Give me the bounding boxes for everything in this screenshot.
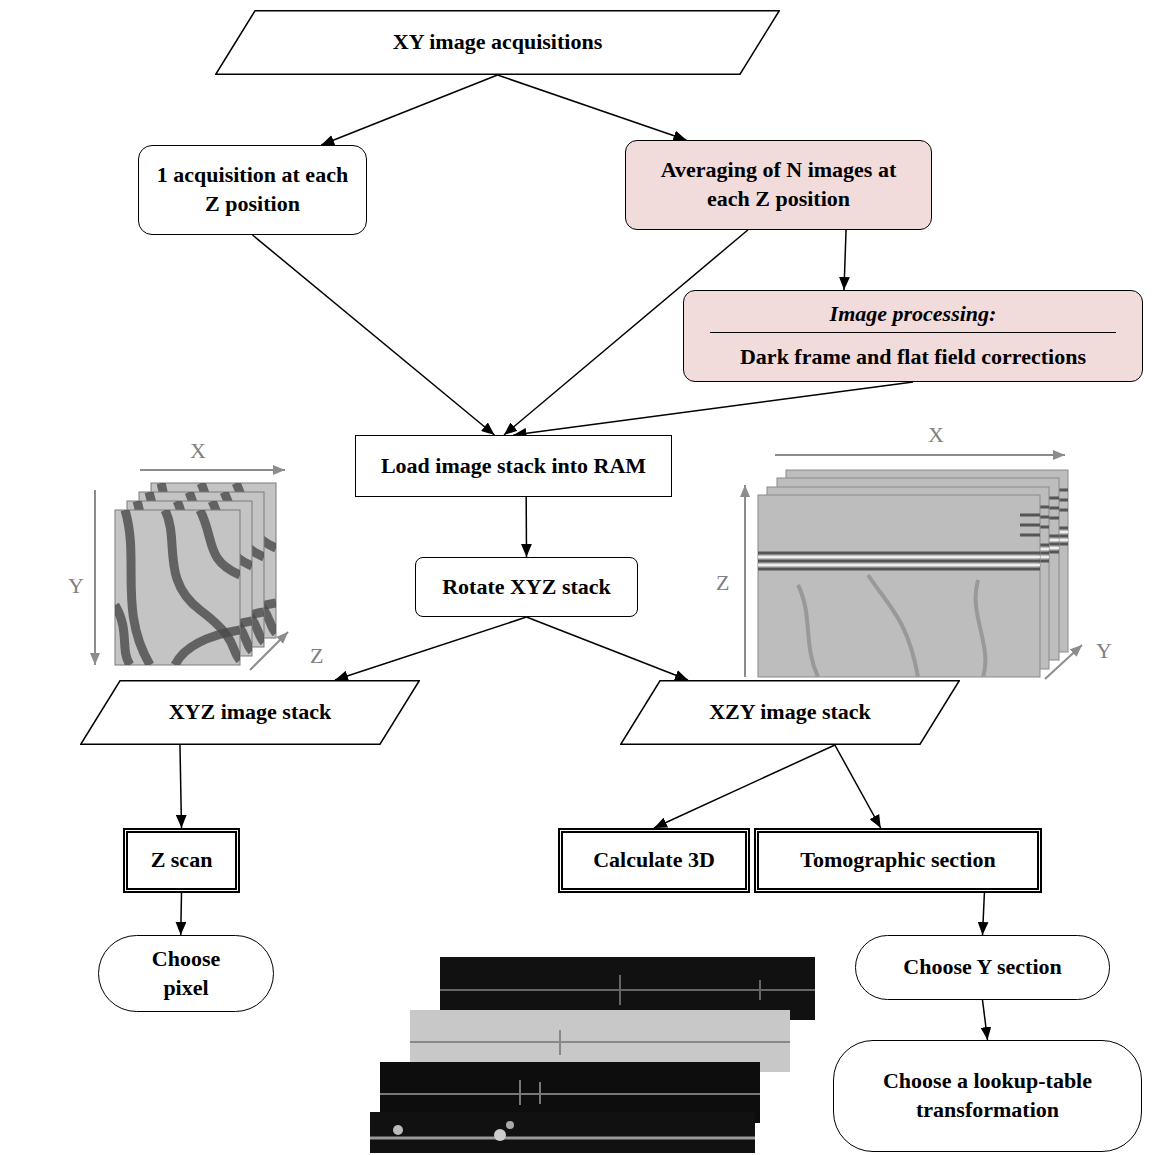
- flow-arrow: [844, 230, 846, 290]
- section-detail: [393, 1125, 403, 1135]
- axis-arrow: [140, 469, 285, 471]
- flow-arrow: [180, 745, 182, 828]
- section-detail: [380, 1080, 760, 1105]
- box-text: Calculate 3D: [593, 846, 715, 875]
- box-text: Z scan: [151, 846, 213, 875]
- box-text: Choose a lookup-table transformation: [862, 1067, 1113, 1124]
- axis-label: X: [928, 424, 944, 446]
- process-box: Averaging of N images at each Z position: [625, 140, 932, 230]
- terminal-pill: Choose pixel: [98, 935, 274, 1012]
- processing-box: Image processing: Dark frame and flat fie…: [683, 290, 1143, 382]
- section-detail: [410, 1030, 790, 1055]
- image-slice: [758, 495, 1040, 677]
- terminal-pill: Choose a lookup-table transformation: [833, 1040, 1142, 1152]
- subroutine-box: Tomographic section: [754, 828, 1042, 893]
- process-box: Load image stack into RAM: [355, 435, 672, 497]
- flow-arrow: [983, 1000, 988, 1040]
- parallelogram-shape: [621, 681, 960, 745]
- box-text: XZY image stack: [709, 698, 871, 727]
- flow-arrow: [514, 382, 914, 435]
- box-text: Tomographic section: [800, 846, 995, 875]
- flow-arrow: [321, 75, 497, 145]
- axis-label: Z: [716, 572, 729, 594]
- axis-arrow: [250, 632, 288, 670]
- section-detail: [440, 975, 815, 1005]
- image-slice: [115, 510, 240, 665]
- flow-arrow: [335, 617, 527, 680]
- flow-arrow: [835, 745, 881, 828]
- box-text: XYZ image stack: [169, 698, 332, 727]
- axis-arrow: [1045, 645, 1082, 679]
- axis-label: Y: [1096, 640, 1112, 662]
- parallelogram-shape: [81, 681, 420, 745]
- box-text: Load image stack into RAM: [381, 452, 646, 481]
- axis-label: X: [190, 440, 206, 462]
- axis-label: Z: [310, 645, 323, 667]
- flow-arrow: [498, 75, 687, 140]
- tomographic-sections: [370, 957, 815, 1153]
- process-box: 1 acquisition at each Z position: [138, 145, 367, 235]
- box-text: Choose Y section: [903, 953, 1061, 982]
- axis-arrow: [744, 485, 746, 677]
- subroutine-box: Z scan: [123, 828, 240, 893]
- section-strip: [370, 1112, 755, 1153]
- section-detail: [506, 1121, 514, 1129]
- parallelogram-shape: [216, 11, 780, 75]
- box-heading: Image processing:: [710, 300, 1116, 333]
- box-text: Averaging of N images at each Z position: [638, 156, 919, 213]
- output-parallelogram: XZY image stack: [620, 680, 960, 745]
- flow-arrow: [654, 745, 835, 828]
- flow-arrow: [527, 617, 689, 680]
- box-text: Rotate XYZ stack: [442, 573, 611, 602]
- box-text: 1 acquisition at each Z position: [151, 161, 354, 218]
- input-parallelogram: XY image acquisitions: [215, 10, 780, 75]
- output-parallelogram: XYZ image stack: [80, 680, 420, 745]
- flow-arrow: [983, 893, 985, 935]
- box-text: XY image acquisitions: [393, 28, 602, 57]
- axis-arrow: [94, 490, 96, 665]
- subroutine-box: Calculate 3D: [558, 828, 750, 893]
- box-text: Choose pixel: [127, 945, 245, 1002]
- axis-arrow: [775, 454, 1065, 456]
- axis-label: Y: [68, 575, 84, 597]
- terminal-pill: Choose Y section: [855, 935, 1110, 1000]
- flow-arrow: [253, 235, 495, 435]
- flow-arrow: [525, 497, 527, 557]
- section-detail: [370, 1137, 755, 1140]
- flow-arrow: [180, 893, 182, 935]
- process-box: Rotate XYZ stack: [415, 557, 638, 617]
- section-detail: [494, 1129, 506, 1141]
- box-text: Dark frame and flat field corrections: [740, 343, 1086, 372]
